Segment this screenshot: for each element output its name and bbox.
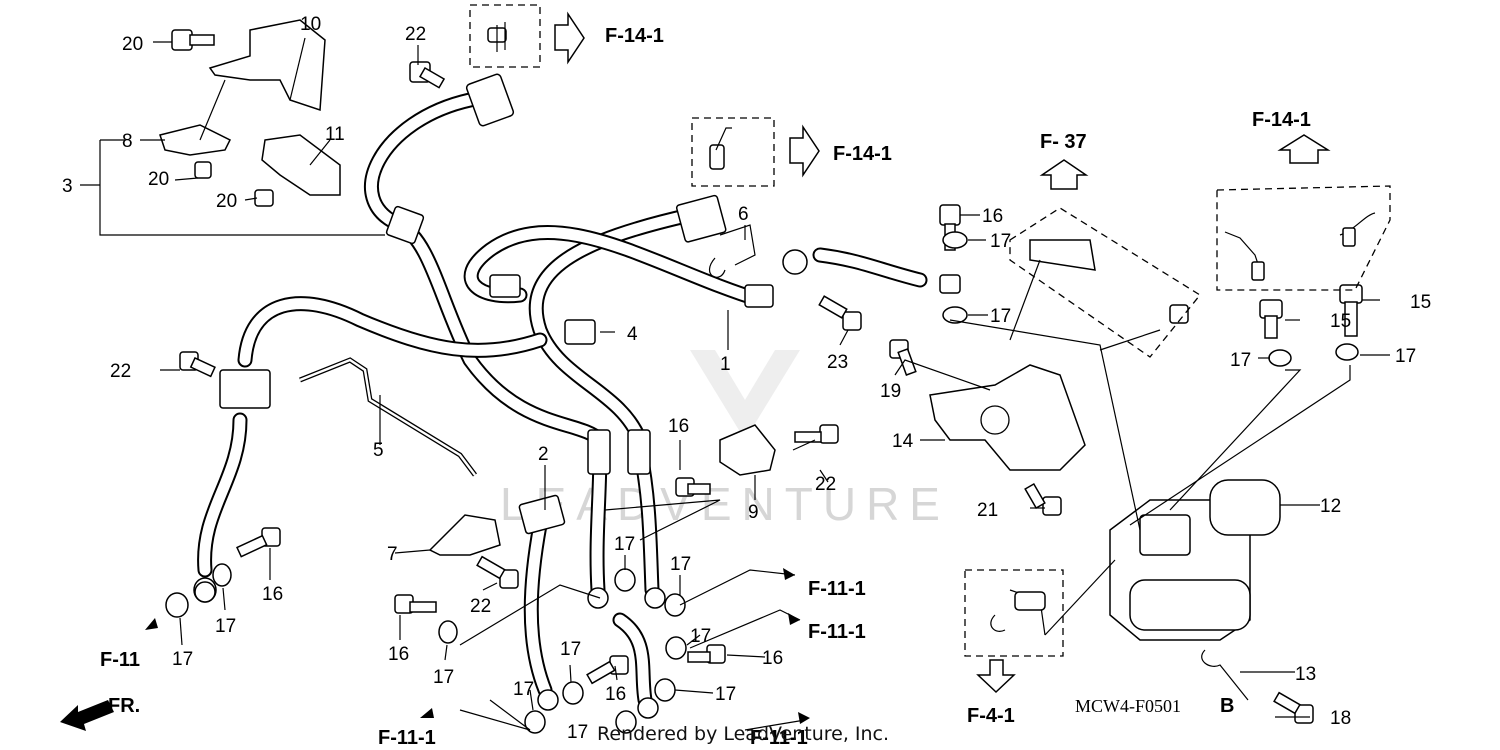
callout-22-d: 22 xyxy=(470,596,491,617)
bracket-11 xyxy=(261,134,341,196)
clip-8 xyxy=(159,124,232,156)
callout-17-d: 17 xyxy=(1395,346,1416,367)
watermark-text: LEADVENTURE xyxy=(500,478,950,530)
callout-7: 7 xyxy=(387,544,398,565)
callout-1: 1 xyxy=(720,354,731,375)
callout-20-c: 20 xyxy=(216,191,237,212)
diagram-code-suffix: B xyxy=(1220,695,1234,717)
bracket-7 xyxy=(428,514,501,556)
ref-f-11-1-b: F-11-1 xyxy=(808,621,866,643)
callout-23: 23 xyxy=(827,352,848,373)
callout-17-l: 17 xyxy=(513,679,534,700)
banjo-ends xyxy=(194,581,666,719)
bolt-set xyxy=(171,27,1363,724)
callout-17-k: 17 xyxy=(433,667,454,688)
front-direction-label: FR. xyxy=(108,695,140,717)
callout-numbers: 20 10 22 8 11 3 20 20 6 16 17 17 15 15 4… xyxy=(62,14,1431,743)
callout-14: 14 xyxy=(892,431,914,452)
hose-group xyxy=(197,92,928,708)
detail-box-pipes xyxy=(1216,185,1391,291)
clip-6 xyxy=(708,224,756,278)
ref-f-14-1-mid: F-14-1 xyxy=(833,143,892,165)
ref-f-37: F- 37 xyxy=(1040,131,1087,153)
callout-22-a: 22 xyxy=(405,24,426,45)
page-references: F-14-1 F-14-1 F- 37 F-14-1 F-11 F-11-1 F… xyxy=(100,25,1311,749)
detail-box-bracket xyxy=(1009,207,1201,358)
clip-9 xyxy=(719,424,776,476)
callout-18: 18 xyxy=(1330,708,1351,729)
leader-arrowheads xyxy=(145,568,810,724)
sealing-washers xyxy=(165,231,1359,734)
callout-16-e: 16 xyxy=(762,648,783,669)
modulator-12 xyxy=(1109,479,1281,641)
watermark-logo xyxy=(690,350,800,440)
callout-19: 19 xyxy=(880,381,901,402)
leader-lines xyxy=(80,37,1390,731)
ref-f-4-1: F-4-1 xyxy=(967,705,1015,727)
callout-20-b: 20 xyxy=(148,169,169,190)
callout-17-j: 17 xyxy=(172,649,193,670)
callout-17-m: 17 xyxy=(715,684,736,705)
callout-22-c: 22 xyxy=(815,474,836,495)
callout-17-i: 17 xyxy=(560,639,581,660)
ref-f-11-1-a: F-11-1 xyxy=(808,578,866,600)
callout-2: 2 xyxy=(538,444,549,465)
callout-4: 4 xyxy=(627,324,638,345)
callout-20-a: 20 xyxy=(122,34,143,55)
callout-17-a: 17 xyxy=(990,231,1011,252)
detail-box-top xyxy=(469,4,541,68)
front-direction-arrow: FR. xyxy=(60,695,140,731)
diagram-code: MCW4-F0501 xyxy=(1075,696,1181,716)
detail-box-mid xyxy=(691,117,775,187)
callout-13: 13 xyxy=(1295,664,1316,685)
bracket-10 xyxy=(208,19,326,112)
callout-11: 11 xyxy=(325,124,345,145)
callout-17-e: 17 xyxy=(614,534,635,555)
callout-15-a: 15 xyxy=(1330,311,1351,332)
ref-f-14-1-right: F-14-1 xyxy=(1252,109,1311,131)
callout-5: 5 xyxy=(373,440,384,461)
callout-16-d: 16 xyxy=(388,644,409,665)
ref-arrows xyxy=(554,11,1331,694)
callout-16-f: 16 xyxy=(605,684,626,705)
bracket-detail-box xyxy=(1029,239,1096,271)
hose-fittings xyxy=(219,73,961,535)
ref-f-14-1-top: F-14-1 xyxy=(605,25,664,47)
callout-17-f: 17 xyxy=(670,554,691,575)
callout-17-b: 17 xyxy=(990,306,1011,327)
callout-12: 12 xyxy=(1320,496,1341,517)
callout-21: 21 xyxy=(977,500,998,521)
render-credit: Rendered by LeadVenture, Inc. xyxy=(597,723,889,745)
callout-9: 9 xyxy=(748,502,759,523)
callout-17-h: 17 xyxy=(690,626,711,647)
callout-15-b: 15 xyxy=(1410,292,1431,313)
brake-pipe-5 xyxy=(299,357,477,477)
ref-f-11-1-d: F-11-1 xyxy=(750,727,808,749)
callout-3: 3 xyxy=(62,176,73,197)
callout-17-n: 17 xyxy=(567,722,588,743)
callout-17-c: 17 xyxy=(1230,350,1251,371)
callout-8: 8 xyxy=(122,131,133,152)
bracket-14 xyxy=(929,364,1086,471)
callout-16-b: 16 xyxy=(668,416,689,437)
detail-box-connector xyxy=(964,569,1064,657)
harness-clamp-13 xyxy=(1201,649,1249,701)
callout-16-c: 16 xyxy=(262,584,283,605)
ref-f-11-1-c: F-11-1 xyxy=(378,727,436,749)
callout-17-g: 17 xyxy=(215,616,236,637)
ref-f-11: F-11 xyxy=(100,649,140,671)
callout-6: 6 xyxy=(738,204,749,225)
callout-22-b: 22 xyxy=(110,361,131,382)
callout-10: 10 xyxy=(300,14,321,35)
callout-16-a: 16 xyxy=(982,206,1003,227)
